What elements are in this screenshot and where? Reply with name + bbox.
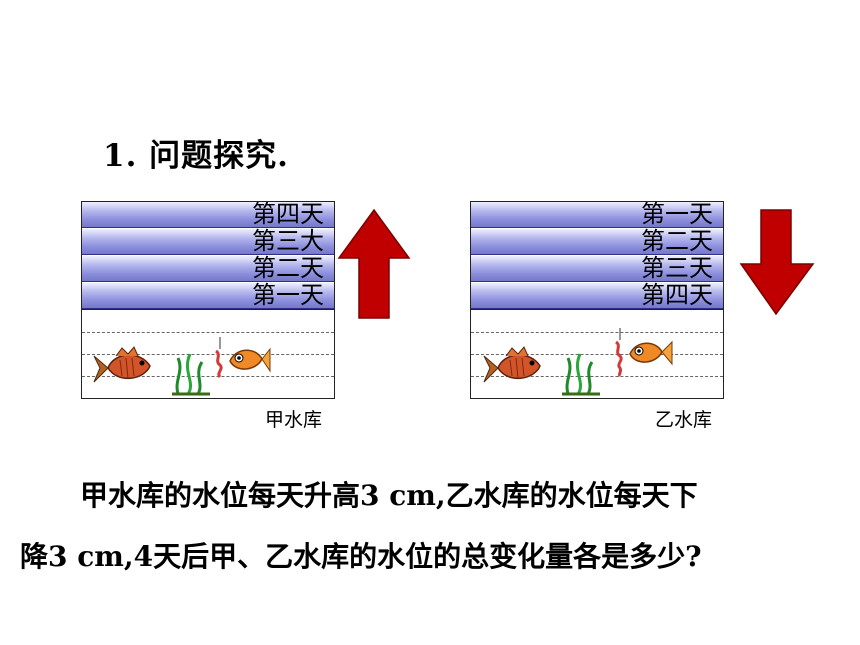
reservoir-b-band-1: 第一天	[471, 200, 723, 228]
reservoir-a-caption: 甲水库	[265, 409, 323, 431]
band-label: 第二天	[641, 227, 713, 255]
problem-line-1: 甲水库的水位每天升高3 cm,乙水库的水位每天下	[80, 479, 698, 512]
fish-icon	[483, 346, 541, 383]
goldfish-icon	[614, 328, 673, 378]
band-label: 第四天	[641, 281, 713, 309]
reservoir-a-band-4: 第一天	[82, 281, 334, 309]
water-level-line	[471, 354, 723, 355]
band-label: 第三天	[641, 254, 713, 282]
goldfish-icon	[214, 337, 271, 379]
reservoir-b-band-3: 第三天	[471, 254, 723, 282]
seaweed-icon	[562, 353, 600, 396]
band-label: 第二天	[252, 254, 324, 282]
reservoir-b-band-4: 第四天	[471, 281, 723, 309]
water-level-line	[471, 332, 723, 333]
band-label: 第一天	[641, 200, 713, 228]
band-label: 第三大	[252, 227, 324, 255]
reservoir-b-caption: 乙水库	[655, 409, 713, 431]
section-heading: 1. 问题探究.	[103, 138, 289, 174]
reservoir-b-band-2: 第二天	[471, 227, 723, 255]
band-label: 第四天	[252, 200, 324, 228]
band-label: 第一天	[252, 281, 324, 309]
up-arrow-icon	[337, 208, 411, 319]
fish-icon	[93, 346, 151, 383]
problem-line-2: 降3 cm,4天后甲、乙水库的水位的总变化量各是多少?	[20, 540, 702, 573]
water-level-line	[471, 376, 723, 377]
water-level-line	[82, 332, 334, 333]
reservoir-a-band-2: 第三大	[82, 227, 334, 255]
reservoir-a-band-1: 第四天	[82, 200, 334, 228]
reservoir-a-band-3: 第二天	[82, 254, 334, 282]
water-level-line	[82, 376, 334, 377]
water-level-line	[82, 354, 334, 355]
down-arrow-icon	[739, 209, 815, 316]
seaweed-icon	[172, 353, 210, 396]
